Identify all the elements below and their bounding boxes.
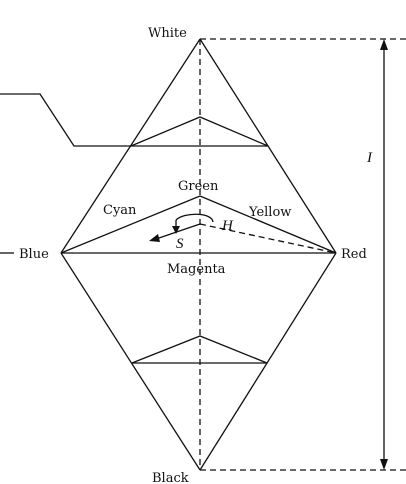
hue-arc-arrow-head: [172, 226, 180, 234]
label-red: Red: [341, 247, 367, 262]
label-black: Black: [152, 471, 189, 484]
label-cyan: Cyan: [103, 203, 137, 218]
triangle-green-red: [199, 195, 337, 254]
intensity-arrow-head-bottom: [380, 459, 388, 470]
label-white: White: [148, 26, 187, 41]
edge-black-red: [199, 252, 337, 471]
label-intensity: I: [366, 150, 373, 166]
saturation-arrow-head: [149, 234, 160, 242]
label-magenta: Magenta: [167, 262, 226, 277]
triangle-blue-green: [60, 195, 201, 254]
label-hue: H: [221, 218, 234, 234]
saturation-vector-to-red: [199, 223, 337, 254]
lower-triangle: [131, 335, 268, 364]
saturation-vector: [155, 223, 201, 240]
edge-black-blue: [60, 252, 201, 471]
label-green: Green: [178, 179, 219, 194]
upper-triangle: [130, 116, 269, 147]
label-yellow: Yellow: [248, 205, 291, 220]
pointer-line: [0, 93, 131, 147]
hue-arc: [175, 213, 214, 223]
intensity-arrow-head-top: [380, 39, 388, 50]
label-blue: Blue: [19, 247, 49, 262]
label-saturation: S: [176, 236, 184, 252]
